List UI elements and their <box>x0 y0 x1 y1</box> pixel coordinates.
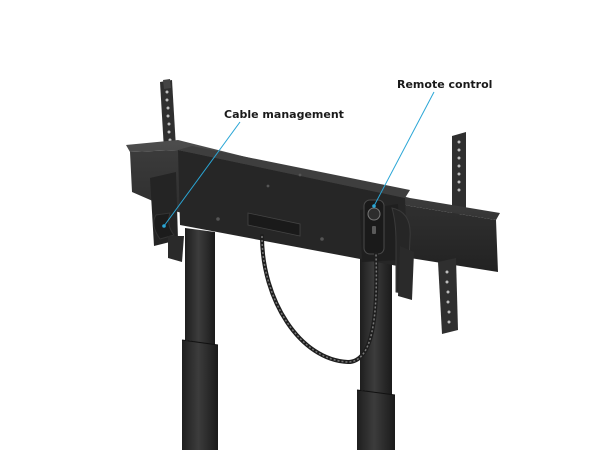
cable-management-label: Cable management <box>224 108 344 121</box>
left-column <box>181 228 219 450</box>
right-vesa-bracket-upper <box>452 132 466 216</box>
right-column <box>356 258 396 450</box>
remote-control-unit <box>363 199 385 255</box>
cable-management-callout-line <box>163 121 241 227</box>
remote-control-label: Remote control <box>397 78 493 91</box>
remote-control-callout-dot <box>372 204 376 208</box>
left-vesa-bracket <box>160 79 176 150</box>
cable-management-callout-dot <box>162 224 166 228</box>
coiled-cable <box>260 234 379 365</box>
right-vesa-bracket-lower <box>438 258 458 334</box>
remote-control-callout-line <box>373 91 435 207</box>
